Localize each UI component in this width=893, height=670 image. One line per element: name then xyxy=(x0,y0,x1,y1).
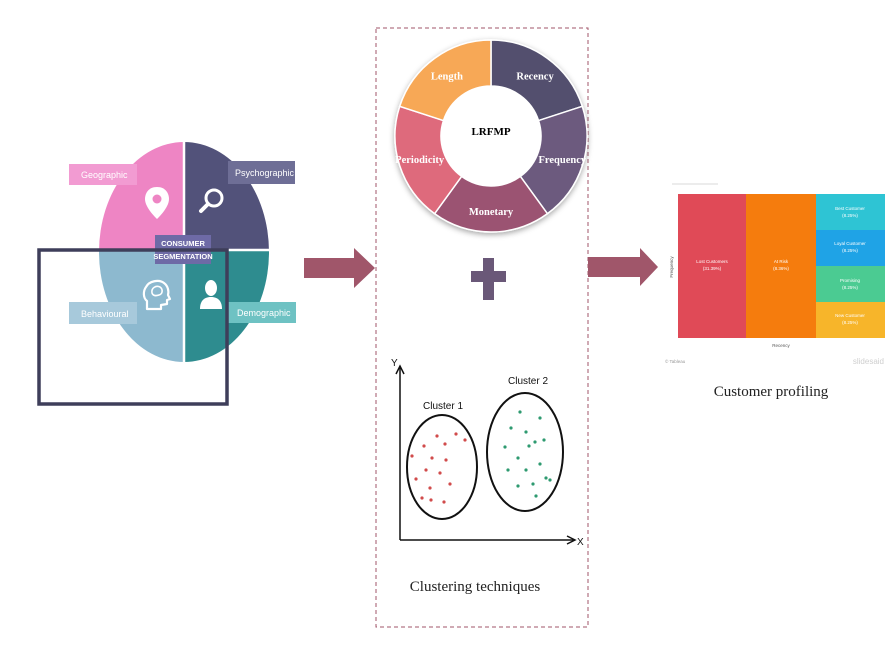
cluster-2-point xyxy=(538,462,542,466)
lrfmp-label-length: Length xyxy=(431,71,463,82)
cell-at-risk xyxy=(746,194,816,338)
cell-lost-customers xyxy=(678,194,746,338)
cluster-2-point xyxy=(516,456,520,460)
center-label-line1: CONSUMER xyxy=(161,239,205,248)
cluster-1-point xyxy=(454,432,458,436)
arrow-to-profiling xyxy=(588,248,658,286)
cluster-2-point xyxy=(534,494,538,498)
cluster-2-point xyxy=(506,468,510,472)
cluster-2-point xyxy=(533,440,537,444)
cluster-1-point xyxy=(428,486,432,490)
cluster-2-point xyxy=(544,476,548,480)
profiling-x-label: Recency xyxy=(772,343,790,348)
location-pin-icon xyxy=(145,187,169,219)
cluster-1-point xyxy=(442,500,446,504)
cluster-1-ellipse xyxy=(406,414,478,520)
quadrant-psychographic xyxy=(184,142,269,250)
cluster-y-label: Y xyxy=(391,358,398,369)
tag-behavioural xyxy=(69,302,137,324)
lrfmp-label-frequency: Frequency xyxy=(539,155,587,166)
consumer-segmentation-group: CONSUMER SEGMENTATION Geographic Psychog… xyxy=(37,140,296,406)
lrfmp-donut xyxy=(394,39,588,233)
cluster-2-label: Cluster 2 xyxy=(508,376,548,387)
cluster-1-point xyxy=(448,482,452,486)
cluster-1-label: Cluster 1 xyxy=(423,401,463,412)
cluster-1-point xyxy=(420,496,424,500)
profiling-caption: Customer profiling xyxy=(714,384,829,400)
tag-demographic xyxy=(228,302,296,323)
cluster-2-point xyxy=(503,445,507,449)
cluster-1-point xyxy=(444,458,448,462)
cluster-1-point xyxy=(430,456,434,460)
cluster-2-point xyxy=(542,438,546,442)
tag-psychographic xyxy=(228,161,295,184)
tag-demographic-label: Demographic xyxy=(237,308,291,318)
cluster-2-point xyxy=(527,444,531,448)
cell-promising xyxy=(816,266,885,302)
cluster-plot: Y X Cluster 1 Cluster 2 xyxy=(391,358,584,548)
cluster-1-point xyxy=(429,498,433,502)
tag-psychographic-label: Psychographic xyxy=(235,168,295,178)
cluster-2-point xyxy=(548,478,552,482)
cell-lost-value: (31.39%) xyxy=(703,266,722,271)
tag-geographic-label: Geographic xyxy=(81,170,128,180)
cluster-2-point xyxy=(509,426,513,430)
quadrant-geographic xyxy=(99,142,184,250)
cluster-1-point xyxy=(438,471,442,475)
cluster-2-point xyxy=(518,410,522,414)
lrfmp-label-periodicity: Periodicity xyxy=(395,155,445,166)
cluster-2-ellipse xyxy=(486,392,564,512)
arrow-to-clustering xyxy=(304,248,375,288)
plus-icon xyxy=(471,258,506,300)
cluster-1-points xyxy=(410,432,467,504)
cluster-2-point xyxy=(524,430,528,434)
cluster-1-point xyxy=(422,444,426,448)
cell-new-value: (8.25%) xyxy=(842,320,858,325)
cluster-1-point xyxy=(435,434,439,438)
lrfmp-center-label: LRFMP xyxy=(471,126,510,138)
profiling-y-label: Frequency xyxy=(669,256,674,278)
cell-best-value: (8.25%) xyxy=(842,213,858,218)
cell-best-customer xyxy=(816,194,885,230)
head-brain-icon xyxy=(142,279,172,311)
tag-behavioural-label: Behavioural xyxy=(81,309,129,319)
cell-lost-label: Lost Customers xyxy=(696,259,728,264)
cluster-2-point xyxy=(531,482,535,486)
cell-atrisk-value: (8.36%) xyxy=(773,266,789,271)
cluster-1-point xyxy=(410,454,414,458)
profiling-footer: © Tableau xyxy=(665,358,686,364)
center-label-line2: SEGMENTATION xyxy=(153,252,212,261)
cluster-1-point xyxy=(414,477,418,481)
cell-best-label: Best Customer xyxy=(835,206,865,211)
highlight-frame xyxy=(37,248,229,406)
cluster-2-point xyxy=(516,484,520,488)
cluster-2-point xyxy=(538,416,542,420)
cluster-1-point xyxy=(424,468,428,472)
cluster-x-label: X xyxy=(577,537,584,548)
lrfmp-label-monetary: Monetary xyxy=(469,207,514,218)
person-icon xyxy=(200,280,222,309)
clustering-caption: Clustering techniques xyxy=(410,579,541,595)
cell-loyal-customer xyxy=(816,230,885,266)
tag-geographic xyxy=(69,164,137,185)
cell-promising-label: Promising xyxy=(840,278,861,283)
cell-loyal-value: (8.25%) xyxy=(842,248,858,253)
cell-loyal-label: Loyal Customer xyxy=(834,241,866,246)
cluster-1-point xyxy=(463,438,467,442)
lrfmp-label-recency: Recency xyxy=(516,71,554,82)
cell-new-label: New Customer xyxy=(835,313,865,318)
cluster-2-points xyxy=(503,410,552,498)
lrfmp-center-hole xyxy=(441,86,541,186)
cluster-2-point xyxy=(524,468,528,472)
cell-promising-value: (8.25%) xyxy=(842,285,858,290)
profiling-watermark: slidesaid xyxy=(853,357,884,366)
cluster-1-point xyxy=(443,442,447,446)
clustering-panel-frame xyxy=(375,27,589,628)
cell-new-customer xyxy=(816,302,885,338)
magnifier-icon xyxy=(199,188,224,213)
customer-profiling-chart: Lost Customers (31.39%) At Risk (8.36%) … xyxy=(665,183,885,366)
cell-atrisk-label: At Risk xyxy=(774,259,789,264)
